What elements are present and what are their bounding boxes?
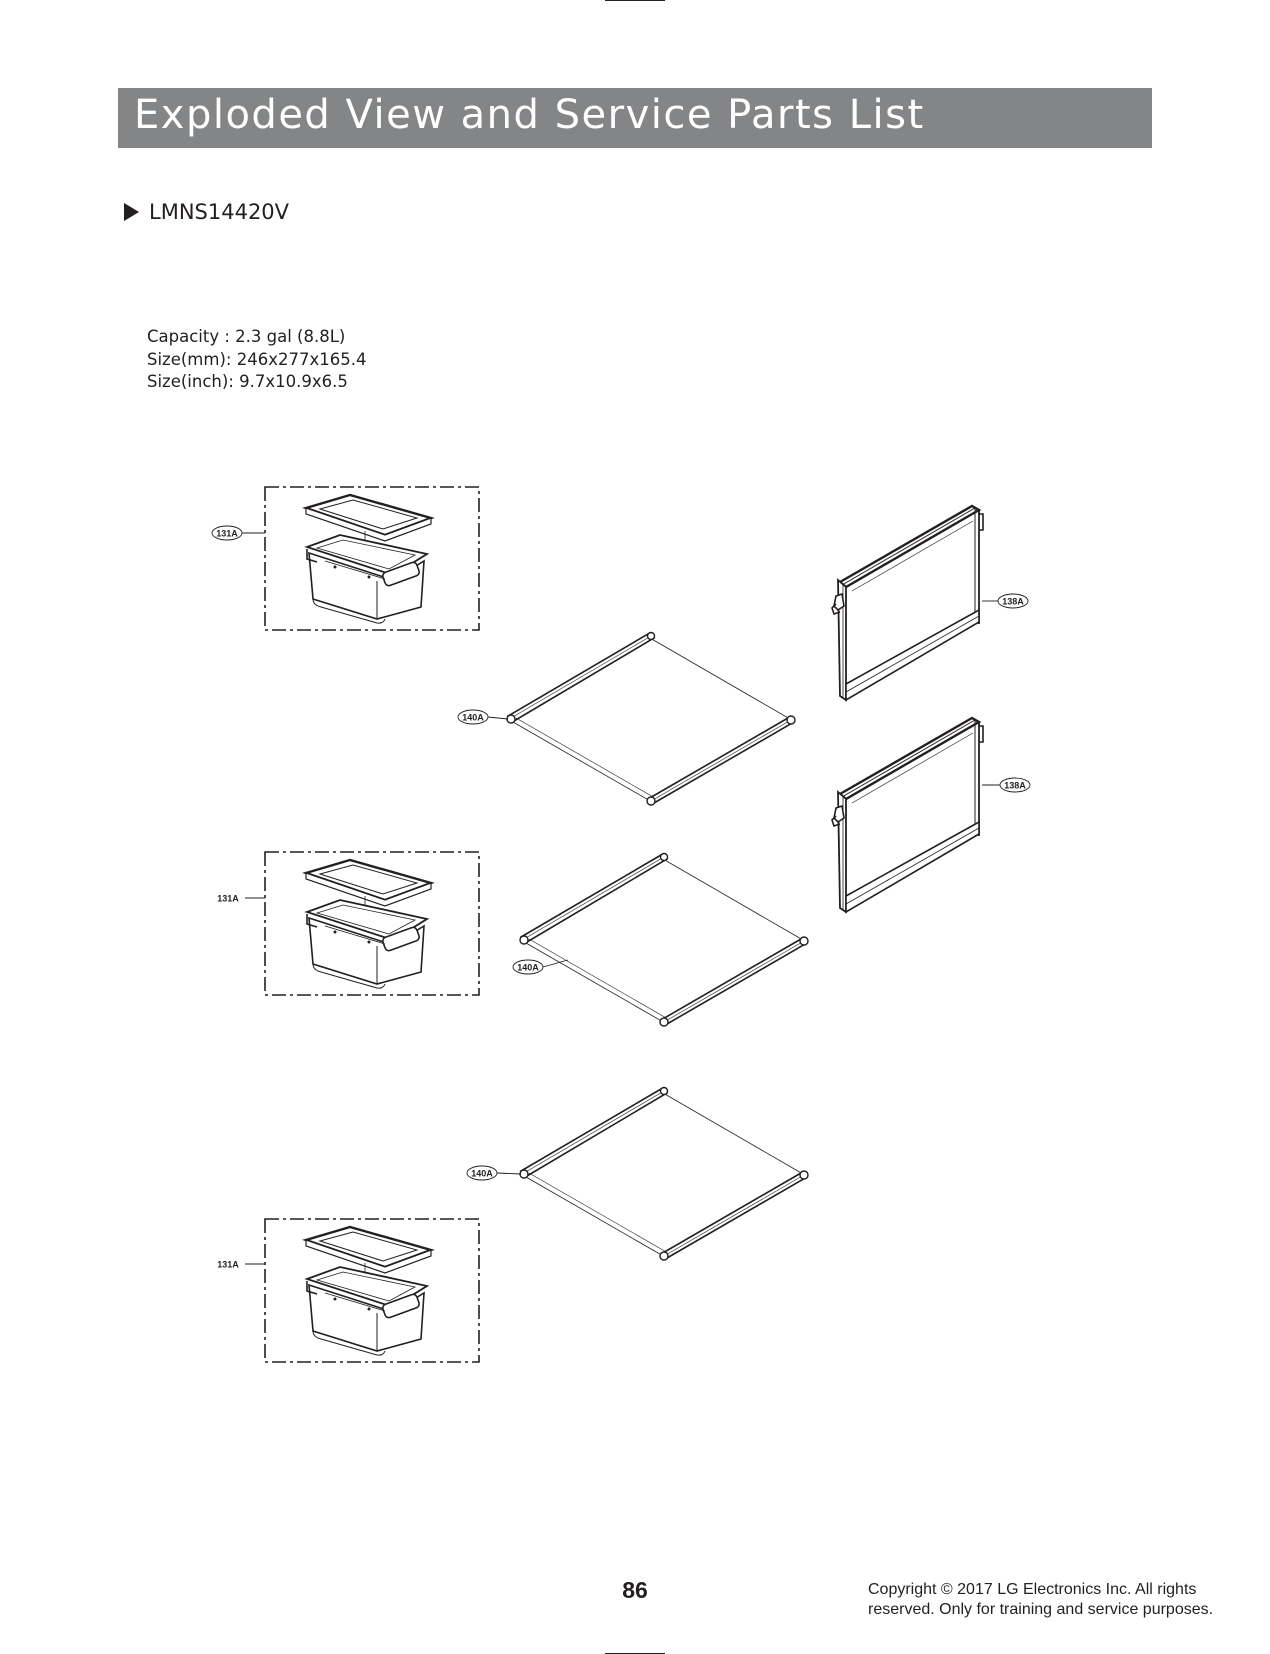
spec-size-inch: Size(inch): 9.7x10.9x6.5	[147, 372, 348, 391]
callout-label: 131A	[217, 1260, 239, 1270]
callout-138a-bottom: 138A	[982, 777, 1031, 793]
callout-label: 138A	[1004, 781, 1026, 791]
callout-131a-top: 131A	[211, 525, 265, 541]
callout-label: 131A	[217, 894, 239, 904]
callout-138a-top: 138A	[982, 593, 1029, 609]
shelf-cover-bottom	[830, 716, 985, 914]
model-heading: LMNS14420V	[124, 200, 289, 224]
page-title: Exploded View and Service Parts List	[134, 92, 925, 138]
callout-140a-bottom: 140A	[466, 1165, 522, 1181]
spec-capacity: Capacity : 2.3 gal (8.8L)	[147, 327, 346, 346]
callout-131a-bottom: 131A	[217, 1260, 265, 1270]
crisper-bin-top	[263, 485, 481, 632]
glass-shelf-middle	[519, 852, 809, 1027]
callout-label: 131A	[216, 529, 238, 539]
crisper-bin-middle	[263, 850, 481, 997]
callout-label: 140A	[517, 963, 539, 973]
crop-mark-top	[605, 0, 665, 1]
page-number: 86	[622, 1577, 648, 1603]
callout-label: 140A	[462, 713, 484, 723]
section-title-bar: Exploded View and Service Parts List	[118, 88, 1152, 148]
copyright-notice: Copyright © 2017 LG Electronics Inc. All…	[868, 1580, 1248, 1620]
glass-shelf-top	[506, 631, 796, 806]
spec-size-mm: Size(mm): 246x277x165.4	[147, 349, 367, 369]
copyright-line-1: Copyright © 2017 LG Electronics Inc. All…	[868, 1581, 1197, 1598]
callout-label: 138A	[1002, 597, 1024, 607]
shelf-cover-top	[830, 504, 985, 702]
callout-140a-top: 140A	[457, 709, 509, 725]
callout-131a-middle: 131A	[217, 894, 265, 904]
triangle-bullet-icon	[124, 203, 139, 221]
copyright-line-2: reserved. Only for training and service …	[868, 1601, 1214, 1618]
glass-shelf-bottom	[519, 1086, 809, 1261]
spec-block: Capacity : 2.3 gal (8.8L) Size(mm): 246x…	[147, 326, 366, 394]
crisper-bin-bottom	[263, 1217, 481, 1364]
model-name: LMNS14420V	[149, 200, 290, 224]
callout-140a-middle: 140A	[512, 959, 569, 975]
callout-label: 140A	[471, 1169, 493, 1179]
